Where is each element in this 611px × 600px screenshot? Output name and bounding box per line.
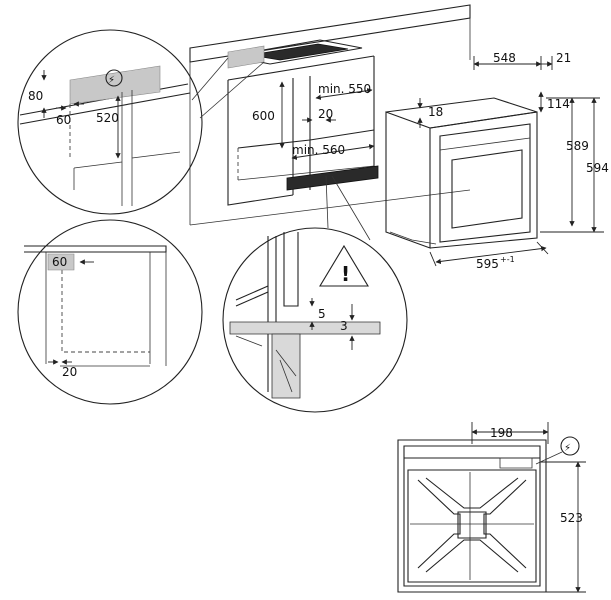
dim-595-tolerance: +-1 [500,255,515,264]
dim-min-550: min. 550 [318,82,371,96]
dim-min-560: min. 560 [292,143,345,157]
dim-114: 114 [547,97,570,111]
oven-appliance [385,97,538,249]
dim-60-top: 60 [56,113,71,127]
detail-circle-gap: 5 3 ! [222,227,408,413]
dim-520: 520 [96,111,119,125]
electric-icon-front-glyph: ⚡ [564,443,571,454]
dim-60-side: 60 [52,255,67,269]
detail-circle-electric: 80 60 520 ⚡ [17,29,203,215]
dim-523: 523 [560,511,583,525]
detail-circle-side: 60 20 [17,219,203,405]
dim-20-side: 20 [62,365,77,379]
dim-20-top: 20 [318,107,333,121]
dim-5: 5 [318,307,326,321]
dim-21: 21 [556,51,571,65]
oven-front-view: 198 523 ⚡ [397,422,586,593]
electric-icon [105,69,123,87]
dim-600: 600 [252,109,275,123]
electric-icon-glyph: ⚡ [108,75,115,86]
dim-18: 18 [428,105,443,119]
warning-icon-glyph: ! [341,262,350,286]
worktop-scene [189,4,471,226]
warning-icon [319,244,369,287]
dim-594: 594 [586,161,609,175]
dim-548: 548 [493,51,516,65]
dim-80: 80 [28,89,43,103]
dim-589: 589 [566,139,589,153]
oven-dimensions: 548 21 114 18 589 594 595 +-1 [417,51,609,271]
cavity-dimensions: 600 min. 550 20 min. 560 [252,81,375,160]
dim-3: 3 [340,319,348,333]
dim-198: 198 [490,426,513,440]
electric-icon-front [560,436,580,456]
dim-595: 595 [476,257,499,271]
